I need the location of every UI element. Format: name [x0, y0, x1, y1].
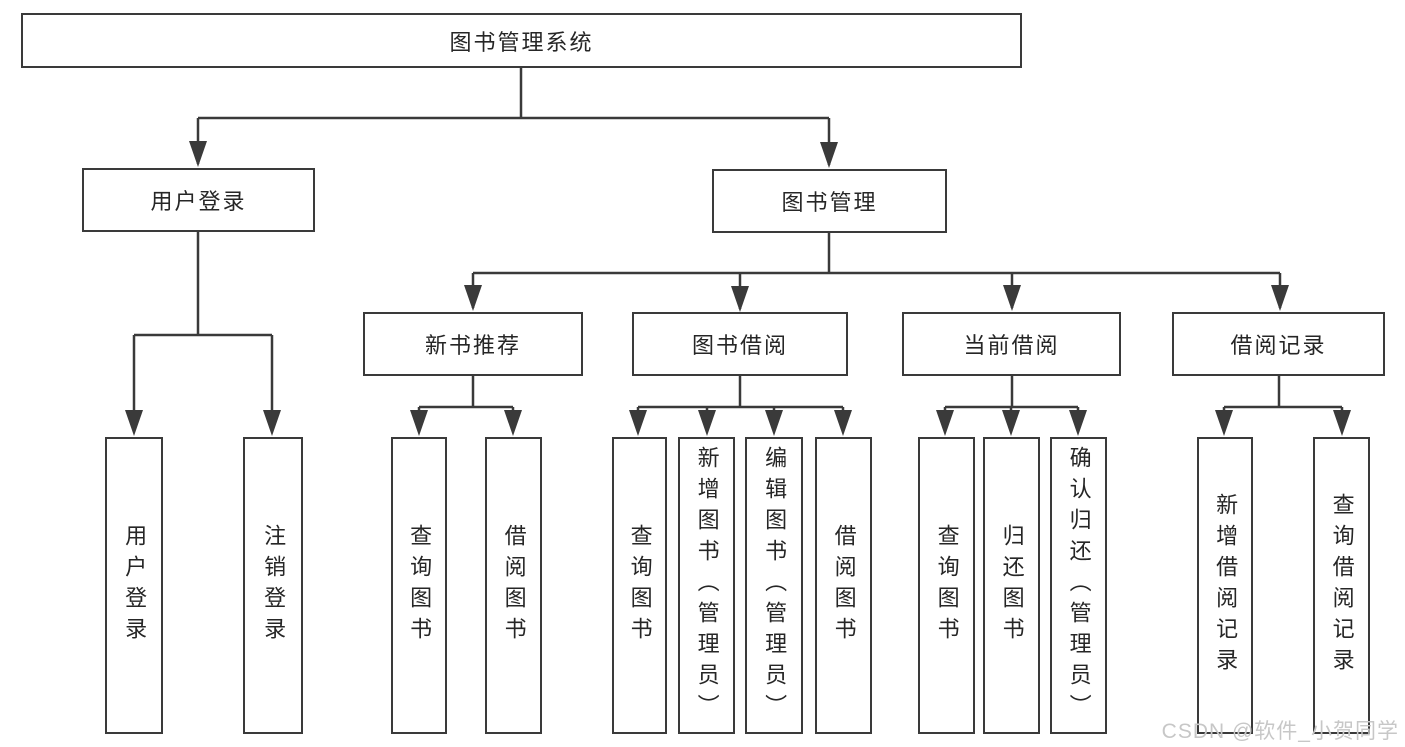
watermark: CSDN @软件_小贺同学: [1161, 720, 1399, 743]
leaf-add-borrow-record: 新增借阅记录: [1197, 437, 1253, 734]
leaf-borrow-books-2: 借阅图书: [815, 437, 872, 734]
leaf-query-books-2: 查询图书: [612, 437, 667, 734]
node-book-management: 图书管理: [712, 169, 947, 233]
node-book-borrow: 图书借阅: [632, 312, 848, 376]
leaf-return-books: 归还图书: [983, 437, 1040, 734]
node-borrow-records: 借阅记录: [1172, 312, 1385, 376]
leaf-edit-books-admin: 编辑图书（管理员）: [745, 437, 803, 734]
node-new-book-recommend: 新书推荐: [363, 312, 583, 376]
leaf-borrow-books-1: 借阅图书: [485, 437, 542, 734]
leaf-query-books-1: 查询图书: [391, 437, 447, 734]
leaf-query-borrow-record: 查询借阅记录: [1313, 437, 1370, 734]
leaf-confirm-return-admin: 确认归还（管理员）: [1050, 437, 1107, 734]
leaf-logout: 注销登录: [243, 437, 303, 734]
leaf-add-books-admin: 新增图书（管理员）: [678, 437, 735, 734]
node-current-borrow: 当前借阅: [902, 312, 1121, 376]
node-root: 图书管理系统: [21, 13, 1022, 68]
leaf-user-login: 用户登录: [105, 437, 163, 734]
leaf-query-books-3: 查询图书: [918, 437, 975, 734]
arrowheads: [125, 141, 1351, 436]
node-user-login: 用户登录: [82, 168, 315, 232]
